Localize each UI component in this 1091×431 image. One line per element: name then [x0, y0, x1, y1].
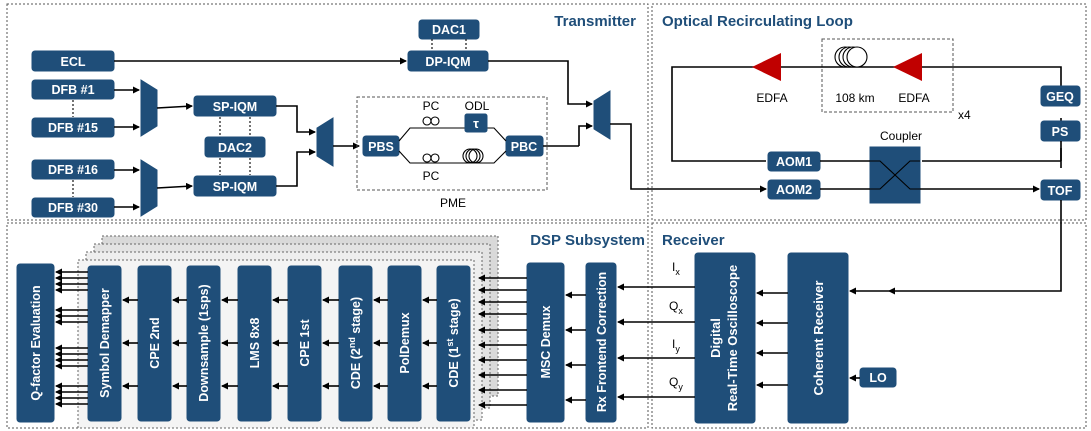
pc-top-icon — [422, 116, 432, 126]
demapper-output-arrows — [55, 268, 88, 408]
aom1-label: AOM1 — [776, 155, 812, 169]
cpe1-label: CPE 1st — [298, 319, 312, 367]
symbol-demapper-block — [87, 265, 122, 422]
q-factor-block — [16, 263, 55, 423]
coherent-receiver-label: Coherent Receiver — [811, 281, 826, 396]
oscilloscope-label-2: Real-Time Oscilloscope — [725, 265, 740, 411]
cpe2-label: CPE 2nd — [148, 317, 162, 368]
msc-output-arrows — [478, 274, 527, 409]
q-factor-label: Q-factor Evaluation — [29, 285, 43, 400]
fiber-spool-icon — [834, 46, 868, 68]
mux-2 — [140, 159, 158, 217]
pbs-label: PBS — [368, 140, 394, 154]
dsp-title: DSP Subsystem — [530, 232, 645, 249]
pc-bottom-label: PC — [423, 169, 440, 183]
rx-frontend-block — [585, 262, 617, 423]
dac2-block — [204, 136, 266, 158]
dfb1-label: DFB #1 — [51, 83, 94, 97]
fiber-length-label: 108 km — [835, 91, 874, 105]
pbc-label: PBC — [511, 140, 537, 154]
dfb15-label: DFB #15 — [48, 121, 98, 135]
oscilloscope-block — [694, 252, 756, 424]
poldemux-label: PolDemux — [398, 312, 412, 373]
symbol-demapper-label: Symbol Demapper — [98, 288, 112, 398]
geq-label: GEQ — [1046, 90, 1074, 104]
receiver-frame — [651, 222, 1087, 429]
dp-iqm-label: DP-IQM — [425, 55, 470, 69]
odl-label: ODL — [465, 99, 490, 113]
mux-1 — [140, 79, 158, 137]
dsp-chain-arrows — [122, 296, 437, 390]
transmitter-frame — [6, 3, 649, 221]
ix-label: Ix — [672, 260, 680, 277]
sp-iqm-top-label: SP-IQM — [213, 100, 257, 114]
oscilloscope-label-1: Digital — [708, 318, 723, 358]
combiner-tx — [316, 117, 334, 167]
loop-title: Optical Recirculating Loop — [662, 13, 853, 30]
ps-label: PS — [1052, 125, 1069, 139]
edfa-2-label: EDFA — [898, 91, 929, 105]
aom2-label: AOM2 — [776, 183, 812, 197]
pme-frame — [356, 96, 548, 191]
dac1-label: DAC1 — [432, 23, 466, 37]
pme-label: PME — [440, 196, 466, 210]
dfb30-label: DFB #30 — [48, 201, 98, 215]
loop-frame — [651, 3, 1087, 221]
dsp-frame — [6, 222, 649, 429]
lms-label: LMS 8x8 — [248, 318, 262, 369]
iy-label: Iy — [672, 337, 680, 354]
rx-frontend-label: Rx Frontend Correction — [595, 272, 609, 412]
ecl-label: ECL — [61, 55, 86, 69]
coherent-receiver-block — [787, 252, 849, 424]
dfb16-label: DFB #16 — [48, 163, 98, 177]
msc-demux-block — [526, 262, 565, 423]
qx-label: Qx — [669, 299, 683, 316]
odl-block — [464, 113, 488, 133]
pbs-block — [362, 135, 400, 157]
loop-repeat-label: x4 — [958, 108, 971, 122]
receiver-title: Receiver — [662, 232, 725, 249]
qy-label: Qy — [669, 375, 683, 392]
combiner-out — [593, 90, 611, 140]
loop-repeat-frame — [821, 38, 954, 113]
cde1-label: CDE (1st stage) — [445, 298, 461, 387]
dac2-label: DAC2 — [218, 141, 252, 155]
cde2-label: CDE (2nd stage) — [347, 297, 363, 389]
geq-block — [1040, 85, 1081, 107]
pc-top-label: PC — [423, 99, 440, 113]
dac1-block — [418, 19, 480, 40]
edfa-1-icon — [752, 53, 781, 81]
edfa-1-label: EDFA — [756, 91, 787, 105]
downsample-label: Downsample (1sps) — [197, 284, 211, 401]
tof-label: TOF — [1048, 184, 1073, 198]
msc-demux-label: MSC Demux — [539, 305, 553, 378]
coupler-label: Coupler — [880, 129, 922, 143]
lo-label: LO — [869, 371, 887, 385]
sp-iqm-bottom-label: SP-IQM — [213, 180, 257, 194]
delay-fiber-icon — [462, 148, 484, 164]
transmitter-title: Transmitter — [554, 13, 636, 30]
pc-bottom-icon — [422, 153, 432, 163]
odl-tau: τ — [473, 116, 479, 131]
edfa-2-icon — [893, 53, 922, 81]
